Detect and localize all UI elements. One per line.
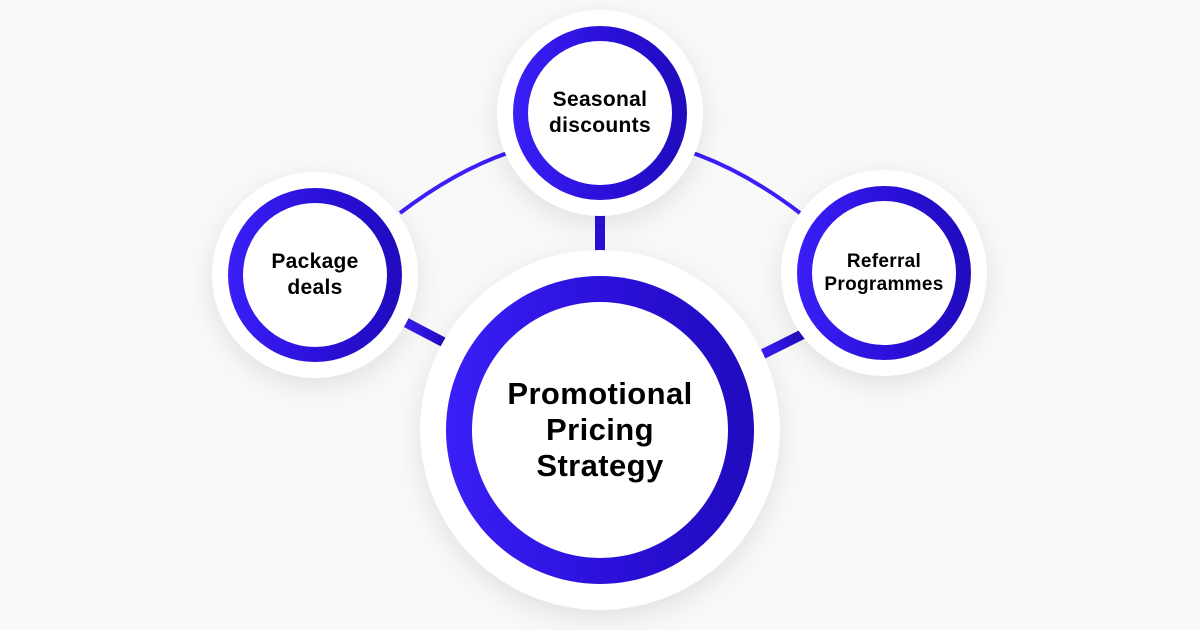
node-inner: Package deals bbox=[243, 203, 387, 347]
label-line: Promotional bbox=[507, 375, 693, 411]
node-seasonal-discounts: Seasonal discounts bbox=[497, 10, 703, 216]
left-connector bbox=[402, 317, 448, 348]
label-line: discounts bbox=[549, 114, 651, 137]
right-connector bbox=[760, 329, 806, 359]
node-label: Seasonal discounts bbox=[549, 87, 651, 138]
node-inner: Promotional Pricing Strategy bbox=[472, 302, 728, 558]
label-line: Strategy bbox=[536, 448, 664, 484]
node-center-promotional-pricing-strategy: Promotional Pricing Strategy bbox=[420, 250, 780, 610]
node-label: Package deals bbox=[271, 249, 358, 300]
label-line: deals bbox=[287, 276, 343, 299]
node-inner: Seasonal discounts bbox=[528, 41, 672, 185]
label-line: Seasonal bbox=[552, 88, 648, 112]
label-line: Package bbox=[271, 250, 359, 274]
node-referral-programmes: Referral Programmes bbox=[781, 170, 987, 376]
node-package-deals: Package deals bbox=[212, 172, 418, 378]
label-line: Programmes bbox=[824, 274, 944, 295]
center-label: Promotional Pricing Strategy bbox=[507, 376, 692, 485]
label-line: Pricing bbox=[546, 411, 654, 447]
node-inner: Referral Programmes bbox=[812, 201, 956, 345]
node-label: Referral Programmes bbox=[824, 250, 943, 296]
top-connector bbox=[595, 212, 605, 252]
label-line: Referral bbox=[846, 250, 922, 272]
